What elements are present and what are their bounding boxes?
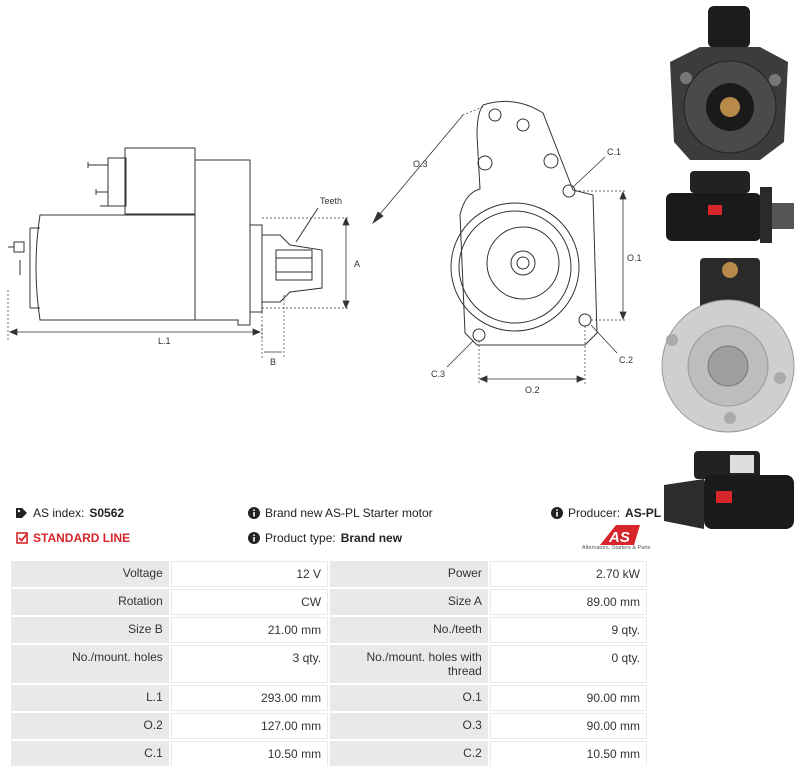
spec-value: CW <box>170 589 329 615</box>
tag-icon <box>16 508 27 518</box>
producer-label: Producer: <box>568 506 621 520</box>
product-photo-side-bottom <box>664 451 794 529</box>
dim-c2-label: C.2 <box>619 355 633 365</box>
spec-label: No./teeth <box>330 617 488 643</box>
spec-value: 90.00 mm <box>489 685 647 711</box>
brand-description: Brand new AS-PL Starter motor <box>248 506 433 520</box>
spec-value: 127.00 mm <box>170 713 329 739</box>
product-type-label: Product type: <box>265 531 336 545</box>
as-index-label: AS index: <box>33 506 85 520</box>
spec-value: 21.00 mm <box>170 617 329 643</box>
spec-label: C.2 <box>330 741 488 766</box>
spec-label: Size A <box>330 589 488 615</box>
dim-o3-label: O.3 <box>413 159 428 169</box>
producer: Producer: AS-PL <box>551 506 661 520</box>
as-index-value: S0562 <box>89 506 125 520</box>
as-pl-logo: AS <box>600 525 640 546</box>
product-photo-side-top <box>666 171 794 243</box>
spec-value: 293.00 mm <box>170 685 329 711</box>
standard-line-badge: STANDARD LINE <box>16 531 130 545</box>
spec-value: 89.00 mm <box>489 589 647 615</box>
spec-label: Size B <box>11 617 169 643</box>
teeth-label: Teeth <box>320 196 342 206</box>
side-view-drawing: Teeth A B L.1 <box>7 147 360 367</box>
dim-c1-label: C.1 <box>607 147 621 157</box>
spec-value: 2.70 kW <box>489 561 647 587</box>
spec-label: No./mount. holes <box>11 645 169 683</box>
info-icon <box>551 507 563 519</box>
spec-label: O.1 <box>330 685 488 711</box>
spec-value: 12 V <box>170 561 329 587</box>
spec-value: 90.00 mm <box>489 713 647 739</box>
dim-b-label: B <box>270 357 276 367</box>
producer-value: AS-PL <box>625 506 662 520</box>
brand-text: Brand new AS-PL Starter motor <box>265 506 433 520</box>
spec-value: 10.50 mm <box>489 741 647 766</box>
spec-value: 10.50 mm <box>170 741 329 766</box>
spec-label: Rotation <box>11 589 169 615</box>
spec-label: No./mount. holes with thread <box>330 645 488 683</box>
dim-c3-label: C.3 <box>431 369 445 379</box>
product-photo-rear <box>670 6 788 160</box>
spec-label: C.1 <box>11 741 169 766</box>
info-icon <box>248 532 260 544</box>
spec-value: 3 qty. <box>170 645 329 683</box>
spec-label: O.2 <box>11 713 169 739</box>
logo-tagline: Alternators, Starters & Parts <box>582 545 651 551</box>
spec-label: L.1 <box>11 685 169 711</box>
spec-value: 9 qty. <box>489 617 647 643</box>
dim-l1-label: L.1 <box>158 336 171 346</box>
as-index: AS index: S0562 <box>16 506 124 520</box>
logo-text: AS <box>608 529 630 546</box>
product-type: Product type: Brand new <box>248 531 402 545</box>
standard-line-label: STANDARD LINE <box>33 531 131 545</box>
info-icon <box>248 507 260 519</box>
front-view-drawing: O.3 C.1 O.1 C.2 C.3 O.2 <box>372 100 642 395</box>
dim-o2-label: O.2 <box>525 385 540 395</box>
spec-label: Voltage <box>11 561 169 587</box>
product-type-value: Brand new <box>340 531 403 545</box>
spec-value: 0 qty. <box>489 645 647 683</box>
product-photo-front <box>661 258 795 433</box>
spec-label: O.3 <box>330 713 488 739</box>
dim-o1-label: O.1 <box>627 253 642 263</box>
dim-a-label: A <box>354 259 360 269</box>
spec-label: Power <box>330 561 488 587</box>
checkbox-icon <box>16 532 28 544</box>
